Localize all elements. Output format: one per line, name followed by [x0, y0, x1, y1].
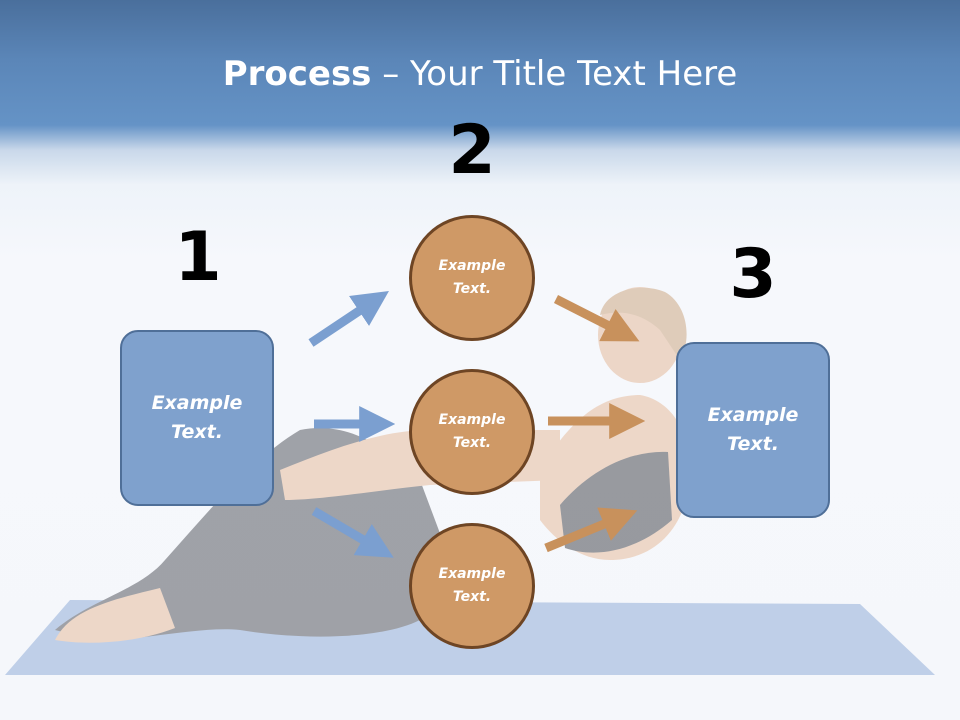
step-number-3: 3	[729, 235, 777, 314]
slide-title: Process – Your Title Text Here	[0, 52, 960, 96]
arrow-blue-down	[311, 507, 394, 558]
right-box: Example Text.	[676, 342, 830, 518]
arrow-orange-up	[544, 507, 638, 553]
left-box: Example Text.	[120, 330, 274, 506]
circle-middle: Example Text.	[409, 369, 535, 495]
figure-feet	[55, 588, 175, 643]
step-number-1: 1	[174, 218, 222, 297]
figure-hair	[600, 287, 687, 360]
title-rest: – Your Title Text Here	[371, 54, 738, 94]
circle-top: Example Text.	[409, 215, 535, 341]
arrow-blue-up	[308, 291, 389, 347]
arrow-orange-down	[553, 294, 640, 342]
step-number-2: 2	[448, 111, 496, 190]
circle-bottom: Example Text.	[409, 523, 535, 649]
title-bold: Process	[222, 54, 372, 94]
